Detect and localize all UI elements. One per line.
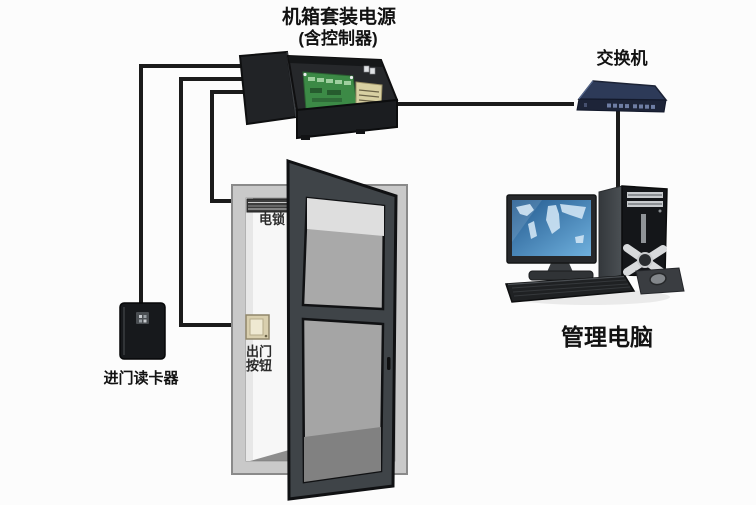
wire-controller-to-electric-lock <box>210 90 245 203</box>
screen-glare <box>512 200 542 242</box>
tower-x-vent <box>623 244 667 277</box>
controller-foot-right <box>356 129 365 134</box>
computer-monitor <box>506 194 597 281</box>
entry-card-reader <box>119 302 166 360</box>
controller-label-line1: 机箱套装电源 <box>282 5 396 28</box>
exit-button-label-line2: 按钮 <box>246 358 272 373</box>
electric-lock-strip <box>246 198 291 213</box>
controller-box-front <box>296 98 398 140</box>
door-assembly: 电锁 出门 按钮 <box>231 158 408 501</box>
exit-button <box>245 314 270 340</box>
door-glass-lower-shadow <box>304 427 381 482</box>
card-reader-logo <box>136 312 149 324</box>
switch-ports <box>584 103 655 109</box>
controller-lid <box>238 50 298 126</box>
door-glass-upper-light <box>307 198 384 236</box>
computer-tower <box>598 185 668 282</box>
management-computer <box>504 185 685 305</box>
computer-keyboard <box>504 275 636 303</box>
controller-foot-left <box>301 135 310 140</box>
network-switch <box>576 80 668 113</box>
wires <box>139 64 620 327</box>
tower-side <box>598 185 623 282</box>
monitor-stand <box>547 263 573 272</box>
wire-controller-to-card-reader <box>139 64 241 303</box>
switch-label: 交换机 <box>597 48 648 68</box>
electric-lock-label: 电锁 <box>259 212 285 227</box>
computer-label: 管理电脑 <box>561 324 653 350</box>
wire-controller-to-exit-button <box>179 77 243 327</box>
controller-label-line2: (含控制器) <box>298 28 377 48</box>
door-leaf <box>286 158 398 501</box>
card-reader-label: 进门读卡器 <box>103 369 179 387</box>
controller-pcb <box>302 71 358 111</box>
computer-mouse <box>635 267 685 295</box>
door-latch <box>387 357 391 370</box>
switch-top <box>577 80 668 101</box>
tower-center-trim <box>641 214 646 243</box>
exit-button-label-line1: 出门 <box>246 344 272 359</box>
world-map <box>516 204 586 243</box>
controller-power-box <box>238 50 399 140</box>
controller-box-inner-shadow <box>288 56 383 67</box>
